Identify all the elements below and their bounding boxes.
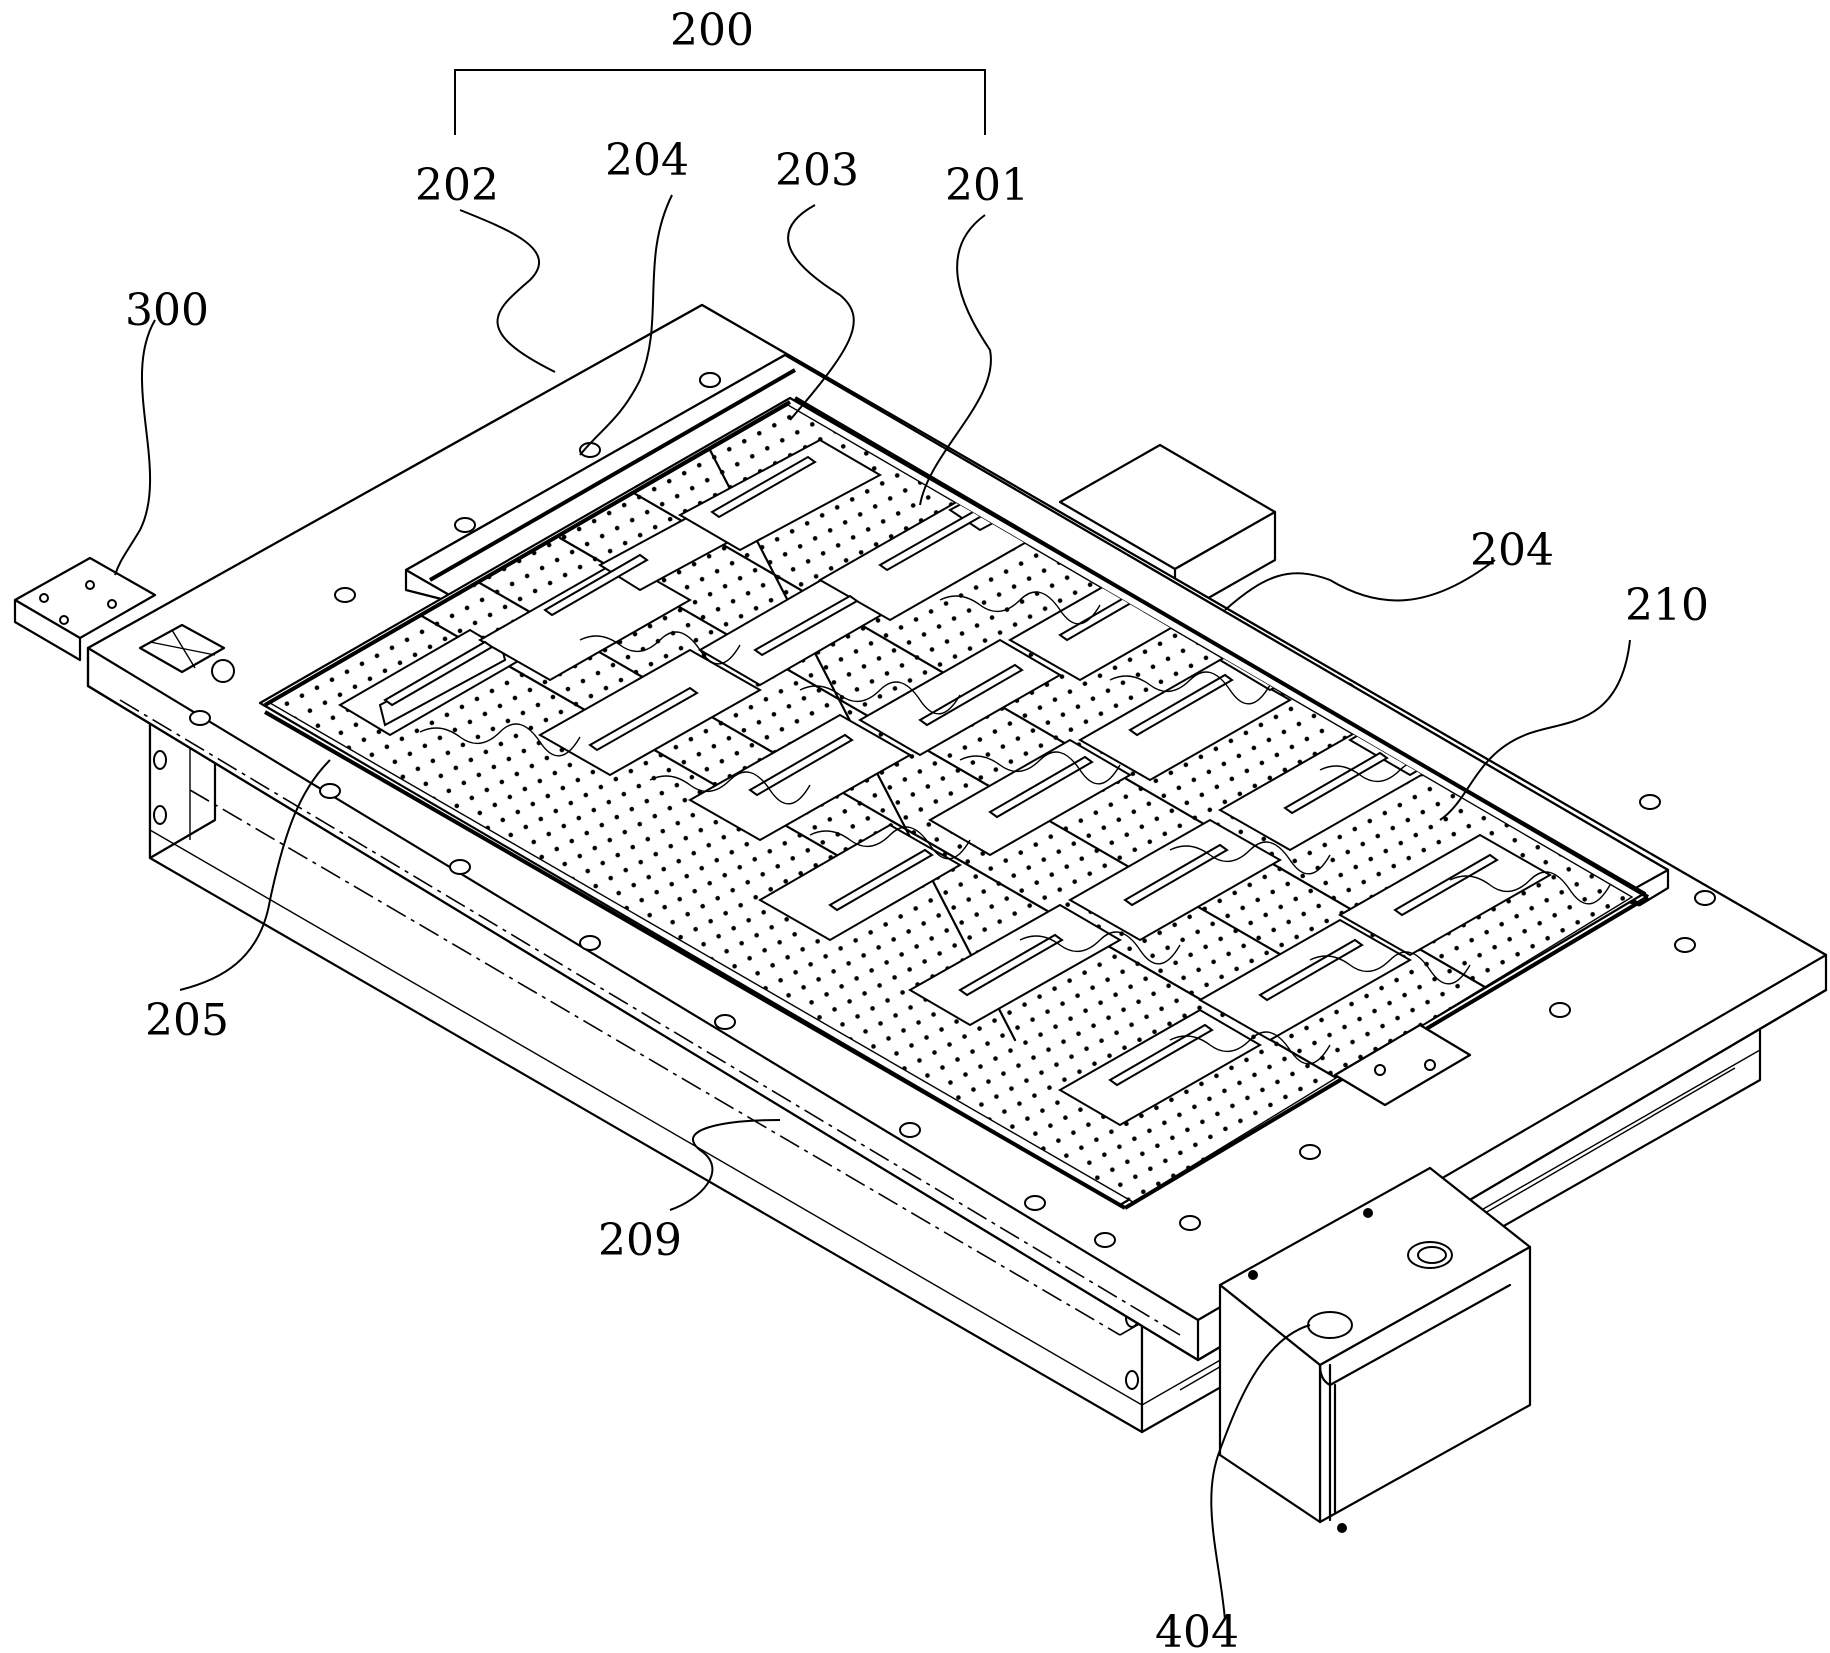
label-205: 205 xyxy=(145,995,229,1046)
label-201: 201 xyxy=(945,160,1029,211)
leader-204-right xyxy=(1225,560,1495,610)
label-202: 202 xyxy=(415,160,499,211)
leader-300 xyxy=(115,320,155,575)
leader-202 xyxy=(460,210,555,372)
bracket-200 xyxy=(455,70,985,135)
label-300: 300 xyxy=(125,285,209,336)
label-404: 404 xyxy=(1155,1607,1239,1653)
label-200: 200 xyxy=(670,5,754,56)
label-203: 203 xyxy=(775,145,859,196)
label-204-top: 204 xyxy=(605,135,689,186)
label-209: 209 xyxy=(598,1215,682,1266)
label-204-right: 204 xyxy=(1470,525,1554,576)
label-210: 210 xyxy=(1625,580,1709,631)
